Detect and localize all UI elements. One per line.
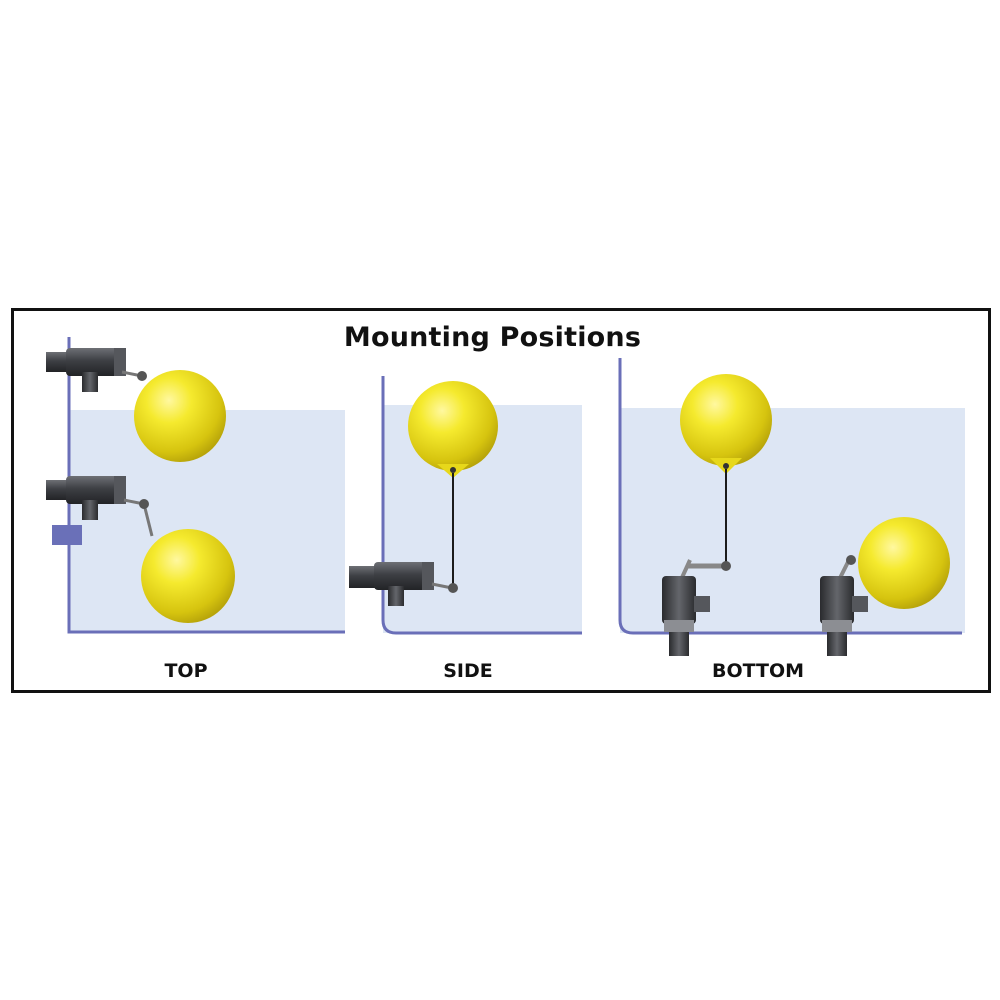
float-ball-eye <box>723 463 729 469</box>
float-ball <box>680 374 772 466</box>
float-valve-assembly <box>820 517 950 656</box>
valve-side-port <box>694 596 710 612</box>
float-valve-assembly <box>46 348 226 462</box>
float-valve-assembly <box>46 476 235 623</box>
float-valve-assembly <box>662 374 772 656</box>
valve-thread <box>349 566 377 588</box>
float-ball-eye <box>450 467 456 473</box>
valve-side-port <box>852 596 868 612</box>
valve-pivot <box>721 561 731 571</box>
valve-nut <box>422 562 434 590</box>
float-ball <box>408 381 498 471</box>
valve-body <box>66 476 118 504</box>
panel-label-top: TOP <box>164 660 208 682</box>
float-ball <box>858 517 950 609</box>
valve-stem <box>82 372 98 392</box>
tank-wall <box>381 376 582 635</box>
valve-pivot <box>137 371 147 381</box>
valve-stem <box>388 586 404 606</box>
panel-label-side: SIDE <box>443 660 493 682</box>
valve-body <box>820 576 854 624</box>
valve-nut <box>664 620 694 632</box>
tank-wall <box>618 358 962 635</box>
valve-nut <box>114 348 126 376</box>
valve-nut <box>822 620 852 632</box>
side-pipe <box>52 525 82 545</box>
valve-stem <box>82 500 98 520</box>
float-ball <box>141 529 235 623</box>
valve-thread <box>46 480 68 500</box>
float-valve-assembly <box>349 381 498 606</box>
diagram-title: Mounting Positions <box>343 322 642 353</box>
valve-thread <box>669 632 689 656</box>
panel-bottom <box>618 358 965 656</box>
panel-label-bottom: BOTTOM <box>711 660 805 682</box>
valve-arm <box>142 503 154 537</box>
float-ball <box>134 370 226 462</box>
valve-body <box>66 348 118 376</box>
panel-top <box>46 337 345 634</box>
valve-thread <box>827 632 847 656</box>
tank-wall <box>67 337 345 634</box>
valve-thread <box>46 352 68 372</box>
valve-pivot <box>846 555 856 565</box>
valve-pivot <box>139 499 149 509</box>
valve-pivot <box>448 583 458 593</box>
valve-body <box>662 576 696 624</box>
valve-body <box>374 562 426 590</box>
panel-side <box>349 376 582 635</box>
valve-nut <box>114 476 126 504</box>
